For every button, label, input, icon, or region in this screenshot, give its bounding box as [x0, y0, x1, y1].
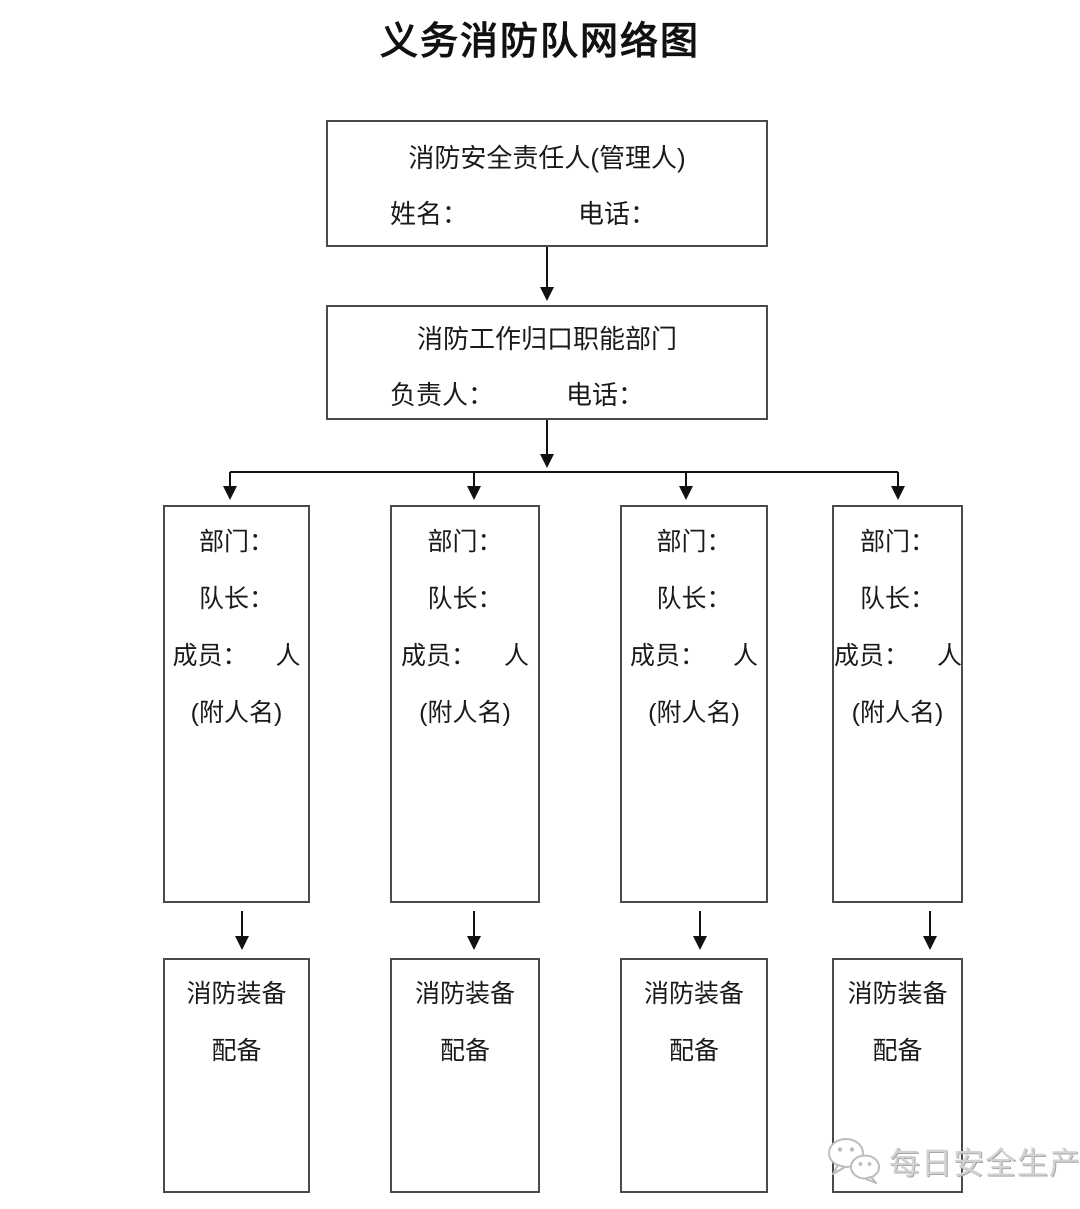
- captain-label: 队长：: [656, 585, 732, 613]
- responsible-person-heading: 消防安全责任人(管理人): [408, 143, 686, 173]
- members-unit: 人: [733, 642, 759, 670]
- responsible-person-box: 消防安全责任人(管理人) 姓名： 电话：: [326, 120, 768, 247]
- department-label: 部门：: [656, 528, 732, 556]
- members-line: 成员： 人: [165, 628, 308, 685]
- equipment-box-3: 消防装备 配备: [620, 958, 768, 1193]
- department-label: 部门：: [859, 528, 935, 556]
- members-label: 成员：: [629, 642, 705, 670]
- members-label: 成员：: [172, 642, 248, 670]
- note-label: (附人名): [190, 699, 283, 727]
- equipment-line1: 消防装备: [414, 980, 515, 1008]
- equipment-line2: 配备: [211, 1037, 262, 1065]
- name-label: 姓名：: [390, 199, 469, 229]
- members-line: 成员： 人: [834, 628, 963, 685]
- page-title: 义务消防队网络图: [379, 21, 700, 63]
- captain-label: 队长：: [198, 585, 274, 613]
- functional-department-heading: 消防工作归口职能部门: [416, 324, 677, 354]
- equipment-box-2: 消防装备 配备: [390, 958, 540, 1193]
- note-label: (附人名): [648, 699, 740, 727]
- watermark-text: 每日安全生产: [889, 1145, 1080, 1181]
- department-box-1: 部门： 队长： 成员： 人 (附人名): [163, 505, 310, 903]
- leader-label: 负责人：: [390, 380, 495, 410]
- equipment-line1: 消防装备: [186, 980, 287, 1008]
- note-label: (附人名): [419, 699, 511, 727]
- equipment-line2: 配备: [439, 1037, 490, 1065]
- equipment-box-1: 消防装备 配备: [163, 958, 310, 1193]
- equipment-line2: 配备: [872, 1037, 923, 1065]
- members-line: 成员： 人: [622, 628, 766, 685]
- department-label: 部门：: [198, 528, 274, 556]
- functional-department-fields: 负责人： 电话：: [328, 379, 766, 411]
- equipment-line2: 配备: [668, 1037, 719, 1065]
- members-label: 成员：: [834, 642, 910, 670]
- wechat-bubbles-icon: [828, 1138, 880, 1184]
- responsible-person-fields: 姓名： 电话：: [328, 198, 766, 230]
- equipment-line1: 消防装备: [847, 980, 948, 1008]
- equipment-line1: 消防装备: [643, 980, 744, 1008]
- members-label: 成员：: [400, 642, 476, 670]
- captain-label: 队长：: [859, 585, 935, 613]
- note-label: (附人名): [851, 699, 944, 727]
- members-unit: 人: [937, 642, 963, 670]
- phone-label: 电话：: [578, 199, 657, 229]
- department-box-4: 部门： 队长： 成员： 人 (附人名): [832, 505, 963, 903]
- functional-department-box: 消防工作归口职能部门 负责人： 电话：: [326, 305, 768, 420]
- department-box-2: 部门： 队长： 成员： 人 (附人名): [390, 505, 540, 903]
- department-label: 部门：: [427, 528, 503, 556]
- members-unit: 人: [275, 642, 301, 670]
- members-unit: 人: [504, 642, 530, 670]
- phone-label: 电话：: [566, 380, 645, 410]
- members-line: 成员： 人: [392, 628, 538, 685]
- department-box-3: 部门： 队长： 成员： 人 (附人名): [620, 505, 768, 903]
- watermark: 每日安全生产: [826, 1136, 1080, 1184]
- captain-label: 队长：: [427, 585, 503, 613]
